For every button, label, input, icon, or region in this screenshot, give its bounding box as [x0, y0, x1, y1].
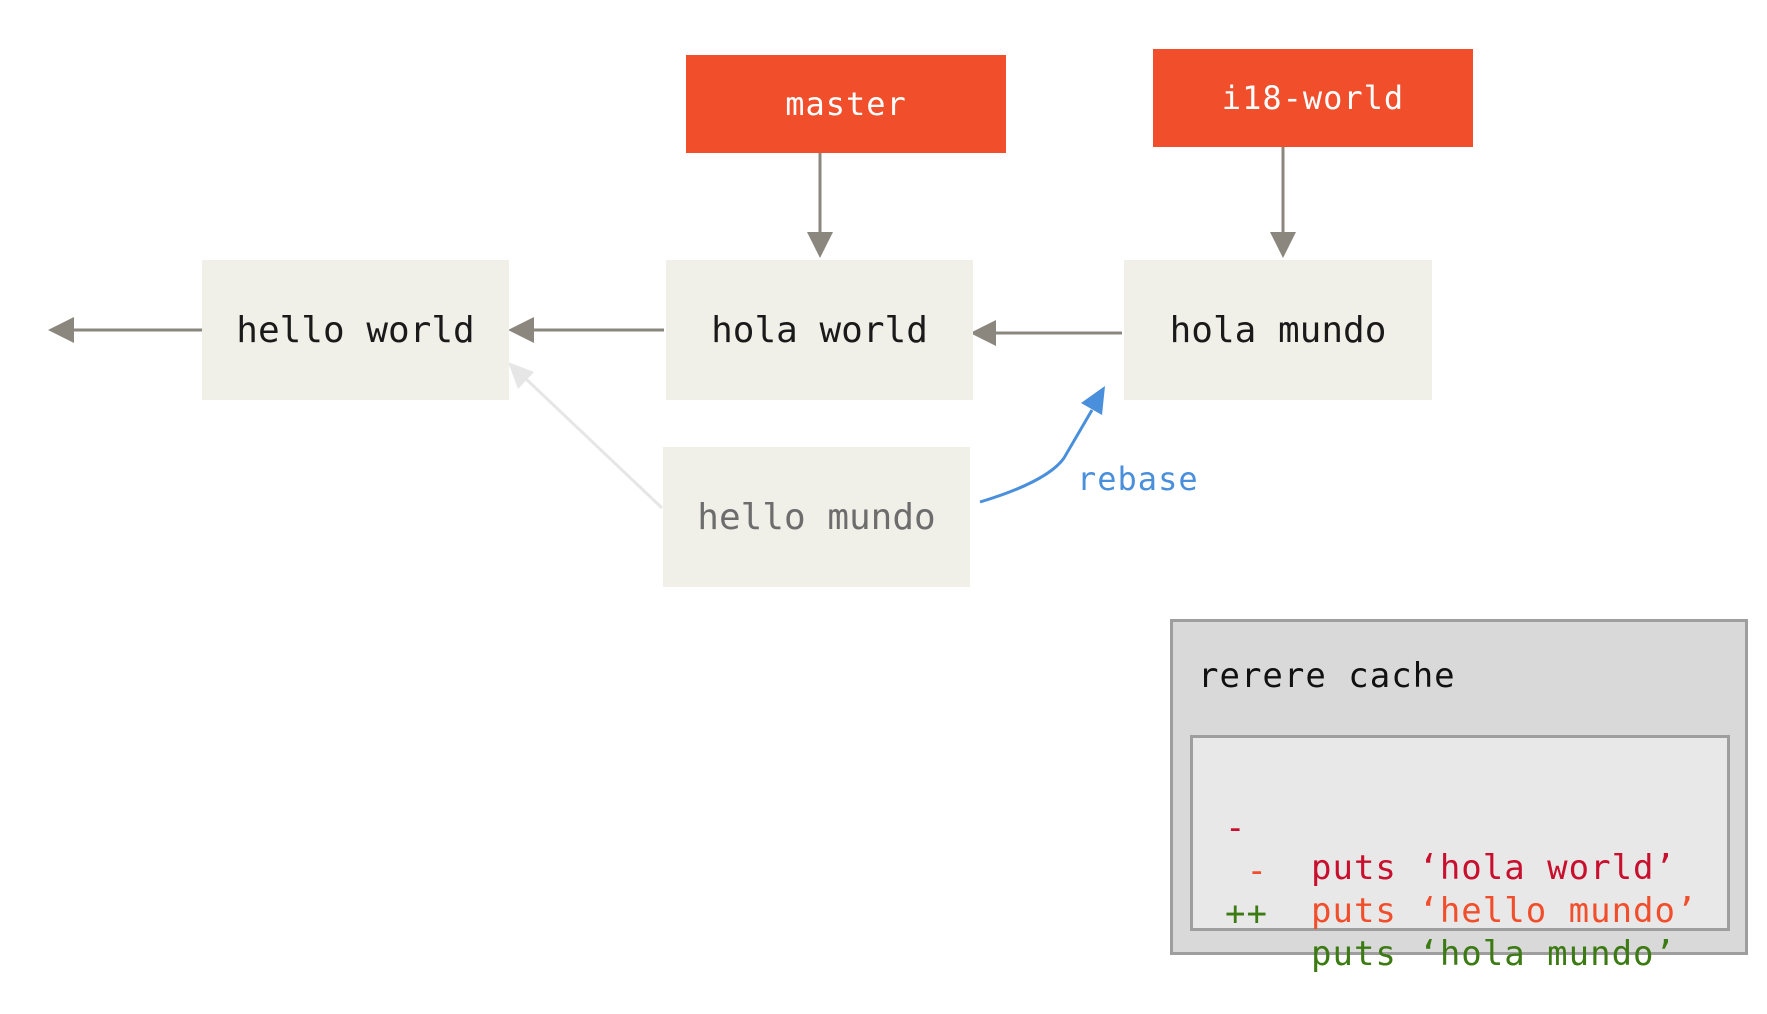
rerere-cache-panel: rerere cache - puts ‘hola world’ - puts … — [1170, 619, 1748, 974]
cache-line-hello-mundo: - puts ‘hello mundo’ — [1193, 811, 1696, 971]
parent-arrow-hola-world — [508, 317, 664, 343]
cache-line-code: puts ‘hello mundo’ — [1311, 891, 1698, 931]
rerere-cache-title: rerere cache — [1198, 656, 1456, 696]
cache-line-hola-world: - puts ‘hola world’ — [1193, 768, 1675, 928]
cache-line-hola-mundo: ++ puts ‘hola mundo’ — [1193, 854, 1675, 1014]
commit-hello-world: hello world — [202, 260, 509, 400]
branch-label-i18-world: i18-world — [1153, 49, 1473, 147]
cache-line-marker: - — [1225, 851, 1268, 891]
cache-line-code: puts ‘hola mundo’ — [1311, 934, 1676, 974]
cache-line-marker: - — [1225, 808, 1247, 848]
cache-line-marker: ++ — [1225, 894, 1268, 934]
rerere-cache-entry: - puts ‘hola world’ - puts ‘hello mundo’… — [1190, 735, 1730, 974]
rebase-label: rebase — [1077, 460, 1199, 498]
parent-arrow-hola-mundo — [970, 320, 1122, 346]
rebase-arrow — [979, 386, 1105, 504]
old-parent-arrow — [508, 362, 664, 510]
diagram-arrows — [48, 147, 1296, 510]
branch-label-master: master — [686, 55, 1006, 153]
i18-world-pointer-arrow — [1270, 147, 1296, 258]
commit-hello-mundo: hello mundo — [663, 447, 970, 587]
master-pointer-arrow — [807, 153, 833, 258]
commit-hola-world: hola world — [666, 260, 973, 400]
cache-line-code: puts ‘hola world’ — [1311, 848, 1676, 888]
parent-arrow-hello-world — [48, 317, 202, 343]
commit-hola-mundo: hola mundo — [1124, 260, 1432, 400]
